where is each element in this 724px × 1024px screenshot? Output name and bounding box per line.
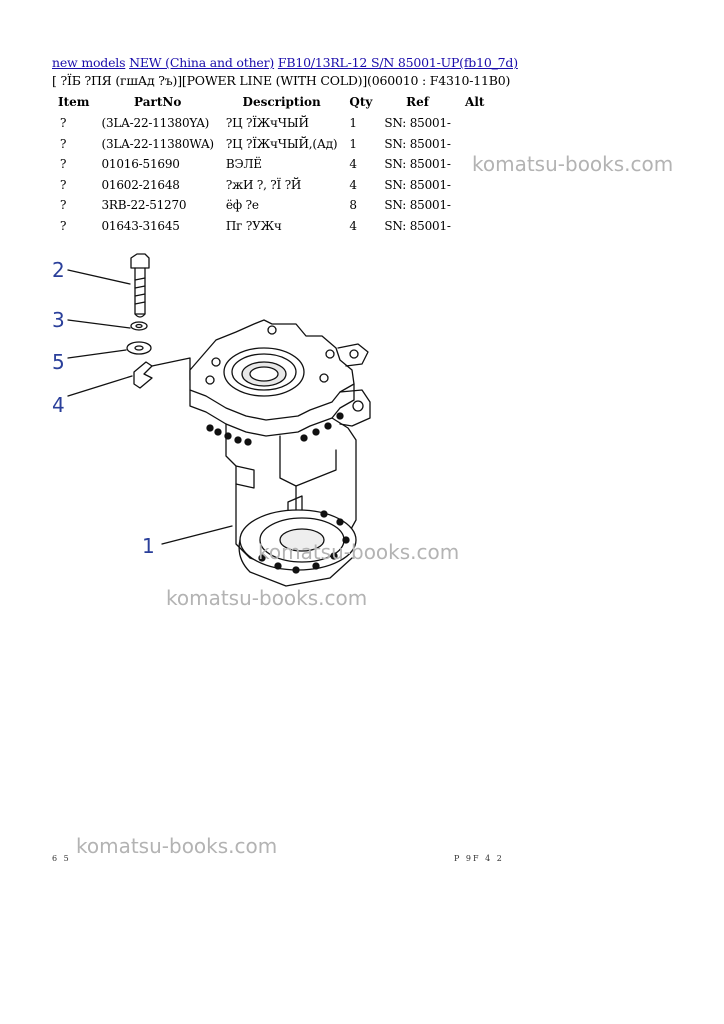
cell-description: ВЭЛЁ [225, 157, 262, 172]
column-header-description: Description [242, 94, 321, 109]
washer-part [126, 341, 152, 355]
cell-ref: SN: 85001- [384, 218, 451, 233]
cell-alt [457, 216, 493, 237]
spring-washer-part [130, 321, 148, 331]
cell-item: ? [60, 198, 67, 213]
column-header-partno: PartNo [134, 94, 182, 109]
table-row: ? 3RB-22-51270 ёф ?е 8 SN: 85001- [52, 195, 493, 216]
housing-part [189, 319, 371, 587]
breadcrumb-link-model[interactable]: FB10/13RL-12 S/N 85001-UP(fb10_7d) [277, 55, 518, 70]
watermark: komatsu-books.com [166, 586, 368, 610]
cell-partno: (3LA-22-11380WA) [101, 136, 215, 151]
table-row: ? 01016-51690 ВЭЛЁ 4 SN: 85001- [52, 154, 493, 175]
cell-alt [457, 195, 493, 216]
cell-description: ?жИ ?, ?Ї ?Й [225, 177, 302, 192]
cell-qty: 4 [349, 157, 357, 172]
breadcrumb-link-new-models[interactable]: new models [52, 55, 126, 70]
cell-item: ? [60, 116, 67, 131]
breadcrumb-link-region[interactable]: NEW (China and other) [129, 55, 275, 70]
cell-partno: 01016-51690 [101, 157, 180, 172]
table-header-row: Item PartNo Description Qty Ref Alt [52, 92, 493, 113]
cell-item: ? [60, 177, 67, 192]
cell-description: ёф ?е [225, 198, 259, 213]
cell-alt [457, 113, 493, 134]
footer-page-number: 6 5 [52, 854, 71, 863]
table-row: ? 01602-21648 ?жИ ?, ?Ї ?Й 4 SN: 85001- [52, 175, 493, 196]
column-header-qty: Qty [349, 94, 373, 109]
cell-qty: 4 [349, 218, 357, 233]
cell-item: ? [60, 136, 67, 151]
cell-ref: SN: 85001- [384, 177, 451, 192]
table-row: ? (3LA-22-11380YA) ?Ц ?ЇЖчЧЫЙ 1 SN: 8500… [52, 113, 493, 134]
column-header-item: Item [58, 94, 90, 109]
cell-qty: 1 [349, 136, 357, 151]
parts-table: Item PartNo Description Qty Ref Alt ? (3… [52, 92, 493, 236]
cell-description: ?Ц ?ЇЖчЧЫЙ [225, 116, 309, 131]
bolt-part [130, 253, 150, 318]
cell-alt [457, 134, 493, 155]
cell-partno: 01643-31645 [101, 218, 180, 233]
watermark: komatsu-books.com [472, 152, 674, 176]
callout-1: 1 [142, 534, 155, 558]
watermark: komatsu-books.com [76, 834, 278, 858]
cell-description: Пг ?УЖч [225, 218, 282, 233]
column-header-alt: Alt [465, 94, 485, 109]
cell-item: ? [60, 157, 67, 172]
cell-qty: 8 [349, 198, 357, 213]
cell-qty: 1 [349, 116, 357, 131]
callout-5: 5 [52, 350, 65, 374]
cell-ref: SN: 85001- [384, 198, 451, 213]
callout-2: 2 [52, 258, 65, 282]
callout-4: 4 [52, 393, 65, 417]
bracket-plate-part [133, 357, 191, 389]
table-row: ? (3LA-22-11380WA) ?Ц ?ЇЖчЧЫЙ,(Ад) 1 SN:… [52, 134, 493, 155]
cell-ref: SN: 85001- [384, 116, 451, 131]
cell-alt [457, 175, 493, 196]
cell-qty: 4 [349, 177, 357, 192]
page-title: [ ?ЇБ ?ПЯ (гшАд ?ъ)][POWER LINE (WITH CO… [52, 73, 511, 88]
parts-diagram [67, 253, 371, 587]
cell-ref: SN: 85001- [384, 136, 451, 151]
callout-3: 3 [52, 308, 65, 332]
table-row: ? 01643-31645 Пг ?УЖч 4 SN: 85001- [52, 216, 493, 237]
footer-code: P 9F 4 2 [454, 854, 504, 863]
column-header-ref: Ref [406, 94, 429, 109]
cell-item: ? [60, 218, 67, 233]
cell-partno: 01602-21648 [101, 177, 180, 192]
cell-description: ?Ц ?ЇЖчЧЫЙ,(Ад) [225, 136, 338, 151]
breadcrumb: new models NEW (China and other) FB10/13… [52, 55, 518, 70]
cell-ref: SN: 85001- [384, 157, 451, 172]
cell-partno: (3LA-22-11380YA) [101, 116, 210, 131]
watermark: komatsu-books.com [258, 540, 460, 564]
cell-partno: 3RB-22-51270 [101, 198, 187, 213]
